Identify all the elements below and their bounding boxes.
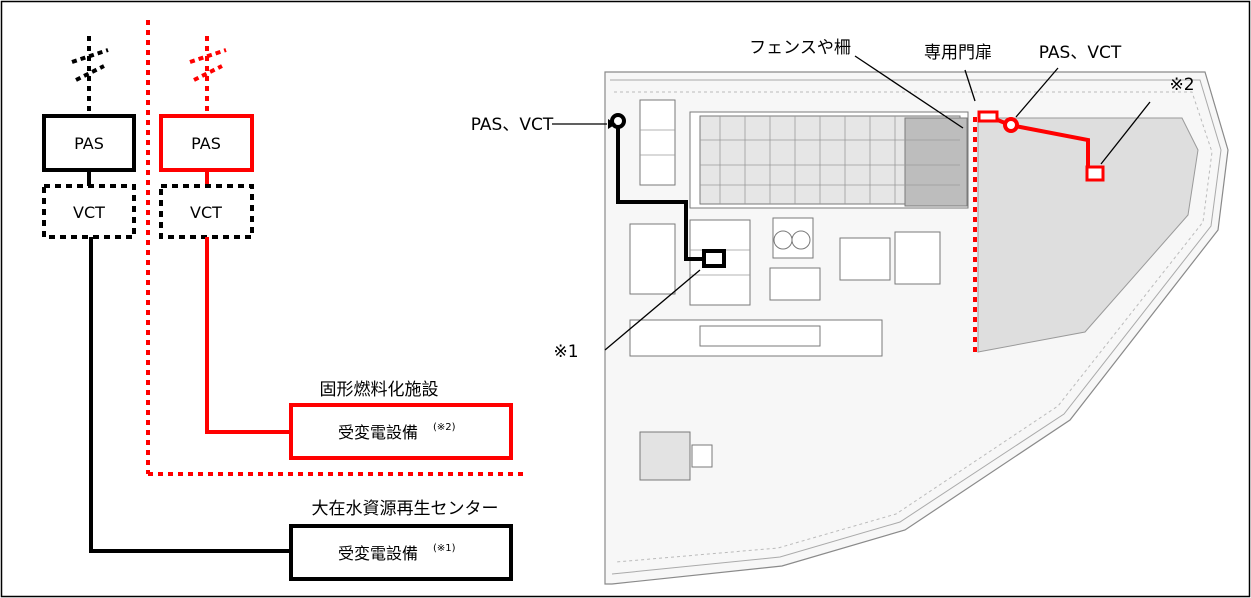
site-plan <box>552 55 1229 585</box>
red-feed-line <box>205 237 291 434</box>
red-vct-box <box>159 184 254 239</box>
site-inner-outline <box>610 79 1222 575</box>
black-vct-label: VCT <box>73 203 105 222</box>
site-road <box>614 91 1213 563</box>
black-equipment-note: (※1) <box>433 543 456 554</box>
pas-vct-left-arrow-head <box>608 119 616 129</box>
label-pas-vct-right: PAS、VCT <box>1039 43 1122 63</box>
label-fence: フェンスや柵 <box>749 38 851 58</box>
black-facility-title: 大在水資源再生センター <box>312 499 499 519</box>
existing-equipment-marker <box>702 249 726 268</box>
black-pas-box <box>42 114 136 172</box>
red-incoming-line-symbol <box>189 36 227 112</box>
red-equipment-note: (※2) <box>433 422 456 433</box>
red-equipment-box <box>289 403 513 460</box>
red-equipment-label: 受変電設備 <box>338 423 418 442</box>
new-pas-marker <box>1003 117 1019 133</box>
red-vct-label: VCT <box>190 203 222 222</box>
label-pas-vct-left: PAS、VCT <box>471 115 554 135</box>
label-gate: 専用門扉 <box>924 43 992 63</box>
new-equipment-marker <box>1085 165 1105 182</box>
black-pas-label: PAS <box>74 134 104 153</box>
solid-fuel-site-area <box>977 117 1199 353</box>
existing-buildings <box>629 99 969 481</box>
gate-marker <box>977 110 999 123</box>
callout-lines <box>552 55 1151 351</box>
label-note2: ※2 <box>1169 75 1194 95</box>
black-incoming-line-symbol <box>71 36 109 112</box>
black-feed-line <box>89 237 291 553</box>
red-facility-title: 固形燃料化施設 <box>320 380 439 400</box>
building-detail-lines <box>640 116 960 276</box>
single-line-diagram: PAS PAS VCT VCT 固形燃料化施設 受変電設備 (※2) 大在水資源… <box>42 20 528 581</box>
black-equipment-label: 受変電設備 <box>338 544 418 563</box>
black-vct-box <box>42 184 136 239</box>
existing-cable-route <box>616 121 710 261</box>
red-pas-label: PAS <box>191 134 221 153</box>
label-note1: ※1 <box>553 342 578 362</box>
black-equipment-box <box>289 524 513 581</box>
